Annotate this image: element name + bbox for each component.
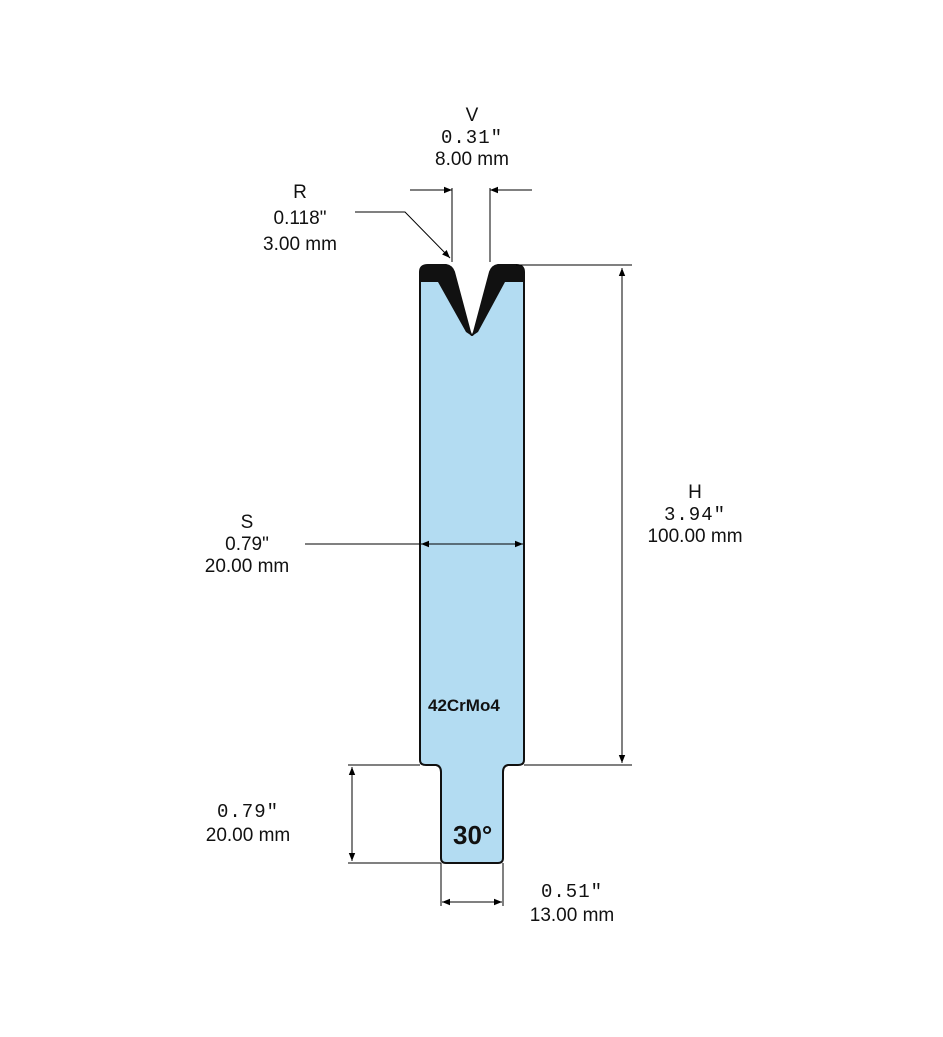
dim-tang-height-inch: 0.79" xyxy=(216,801,280,823)
dim-h-mm: 100.00 mm xyxy=(647,526,743,547)
dim-tang-height: 0.79" 20.00 mm xyxy=(206,800,290,848)
dim-r-label: R xyxy=(293,182,307,203)
dim-r: R 0.118" 3.00 mm xyxy=(263,180,337,258)
dim-s-label: S xyxy=(240,512,254,533)
dim-h-label: H xyxy=(688,482,702,503)
dim-s-inch: 0.79" xyxy=(225,534,269,555)
dim-h-inch: 3.94" xyxy=(663,504,727,526)
angle-label: 30° xyxy=(453,820,493,850)
dim-tang-width-mm: 13.00 mm xyxy=(529,905,615,926)
dim-s-mm: 20.00 mm xyxy=(204,556,290,577)
dim-r-mm: 3.00 mm xyxy=(263,234,337,255)
dim-tang-width: 0.51" 13.00 mm xyxy=(530,880,614,928)
dim-r-inch: 0.118" xyxy=(273,208,327,229)
dim-tang-height-mm: 20.00 mm xyxy=(205,825,291,846)
dim-v-label: V xyxy=(465,105,479,126)
dim-v-mm: 8.00 mm xyxy=(435,149,509,170)
hardened-tip xyxy=(420,265,524,336)
dim-v-inch: 0.31" xyxy=(440,127,504,149)
material-label: 42CrMo4 xyxy=(428,696,500,715)
dim-h: H 3.94" 100.00 mm xyxy=(647,482,742,548)
die-profile xyxy=(419,264,525,864)
dim-s: S 0.79" 20.00 mm xyxy=(205,512,289,578)
dim-tang-width-inch: 0.51" xyxy=(540,881,604,903)
dim-v: V 0.31" 8.00 mm xyxy=(435,105,509,171)
